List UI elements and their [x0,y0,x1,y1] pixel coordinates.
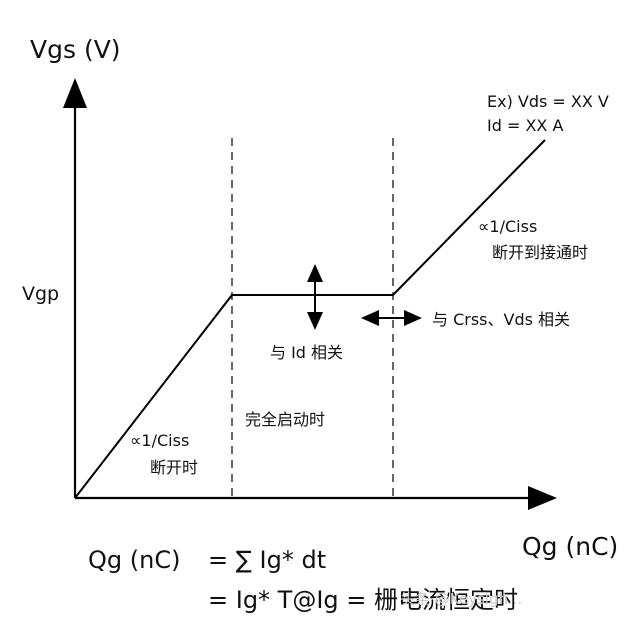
formula-lhs: Qg (nC) [88,546,180,574]
vgs-curve [74,139,546,499]
vertical-arrow-down-head [307,312,323,330]
slope-start-ciss-label: ∝1/Ciss [130,431,189,450]
formula-line-1: = ∑ Ig* dt [208,546,326,574]
horizontal-arrow-right-head [404,310,422,326]
y-axis-arrowhead [63,78,87,108]
condition-id: Id = XX A [487,116,563,135]
condition-vds: Ex) Vds = XX V [487,92,609,111]
slope-end-ciss-label: ∝1/Ciss [478,217,537,236]
formula-line-2: = Ig* T@Ig = 栅电流恒定时 [208,586,518,614]
x-axis-label: Qg (nC) [522,532,618,561]
horizontal-arrow-label: 与 Crss、Vds 相关 [432,310,570,329]
horizontal-arrow-left-head [361,310,379,326]
vgp-label: Vgp [22,283,59,305]
middle-region-label: 完全启动时 [245,410,325,429]
watermark-text: 头条 @Keysigh... [400,590,522,608]
slope-start-state-label: 断开时 [150,458,198,477]
vertical-arrow-up-head [307,264,323,282]
x-axis-arrowhead [528,486,557,510]
vertical-arrow-label: 与 Id 相关 [270,343,343,362]
y-axis-label: Vgs (V) [30,35,121,64]
slope-end-state-label: 断开到接通时 [492,243,588,262]
